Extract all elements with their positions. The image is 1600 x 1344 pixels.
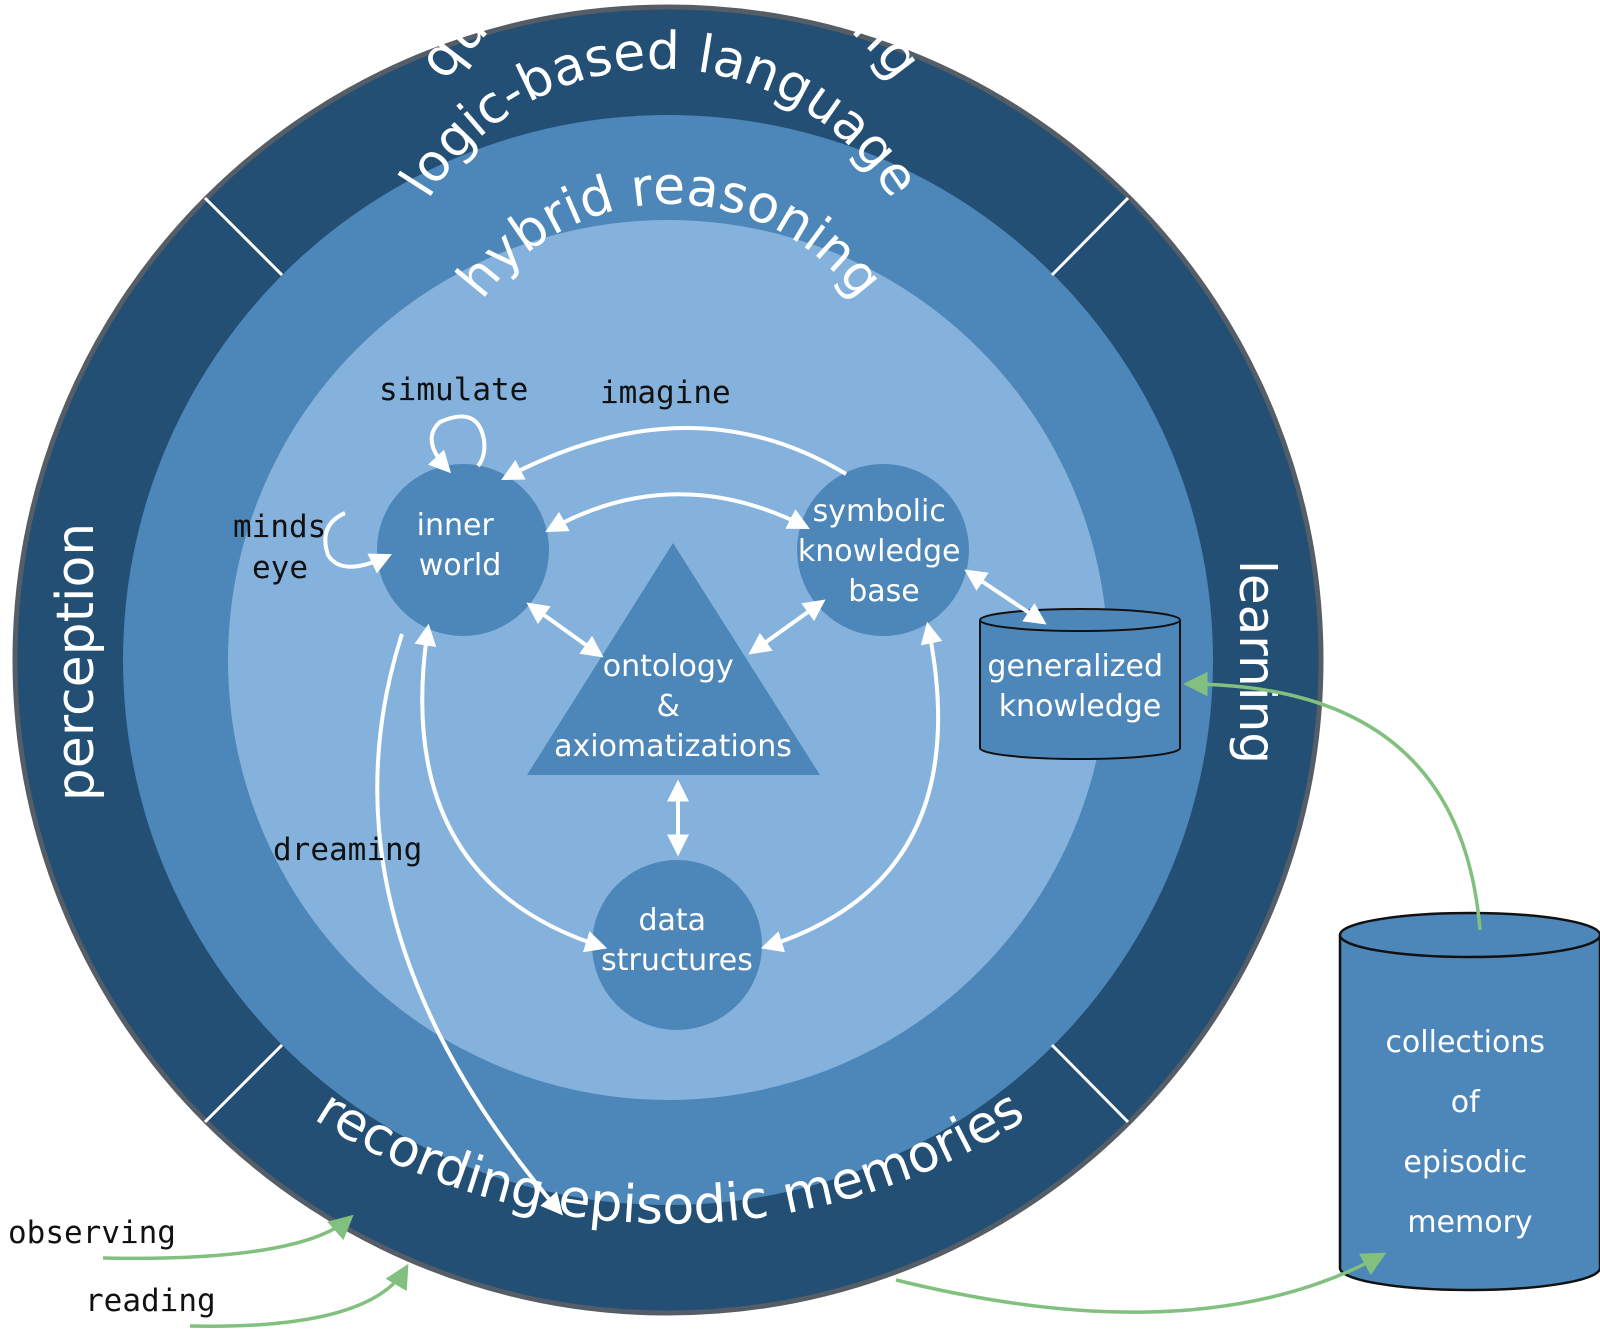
observing-arrow — [102, 1214, 354, 1261]
generalized-knowledge-cylinder — [979, 608, 1181, 760]
minds-eye-loop-arrow — [323, 511, 392, 574]
simulate-loop-arrow — [427, 414, 487, 474]
symbolic-kb-data-structures-arrow — [760, 621, 943, 953]
dreaming-arrow — [375, 633, 563, 1216]
episodic-memory-cylinder — [1338, 911, 1600, 1292]
minds-label: minds — [233, 509, 326, 545]
ring-dividers — [203, 196, 1130, 1124]
inner-world-node — [377, 464, 549, 636]
symbolic-knowledge-base-label: symbolic knowledge base — [798, 494, 970, 609]
data-structures-label: data structures — [601, 903, 753, 978]
generalized-knowledge-label: generalized knowledge — [987, 649, 1172, 724]
eye-label: eye — [252, 550, 308, 586]
reading-arrow — [189, 1263, 409, 1328]
data-structures-node — [592, 860, 762, 1030]
relation-arrows — [323, 414, 1047, 1216]
imagine-arrow — [501, 426, 848, 481]
ring-label-learning: learning — [1228, 560, 1286, 764]
simulate-label: simulate — [379, 372, 528, 408]
learning-arrow — [1183, 671, 1482, 931]
store-memory-arrow — [895, 1252, 1387, 1314]
imagine-label: imagine — [600, 375, 731, 411]
dreaming-label: dreaming — [273, 832, 422, 868]
symbolic-kb-generalized-knowledge-arrow — [964, 569, 1047, 625]
inner-world-symbolic-kb-arrow — [545, 492, 810, 533]
symbolic-knowledge-base-node — [797, 464, 969, 636]
ring-label-perception: perception — [46, 523, 106, 801]
inner-world-data-structures-arrow — [414, 623, 608, 953]
episodic-memory-label: collections of episodic memory — [1385, 1025, 1554, 1240]
flow-arrows — [102, 671, 1482, 1328]
observing-label: observing — [8, 1215, 176, 1251]
inner-world-label: inner world — [417, 508, 504, 583]
reading-label: reading — [85, 1283, 216, 1319]
